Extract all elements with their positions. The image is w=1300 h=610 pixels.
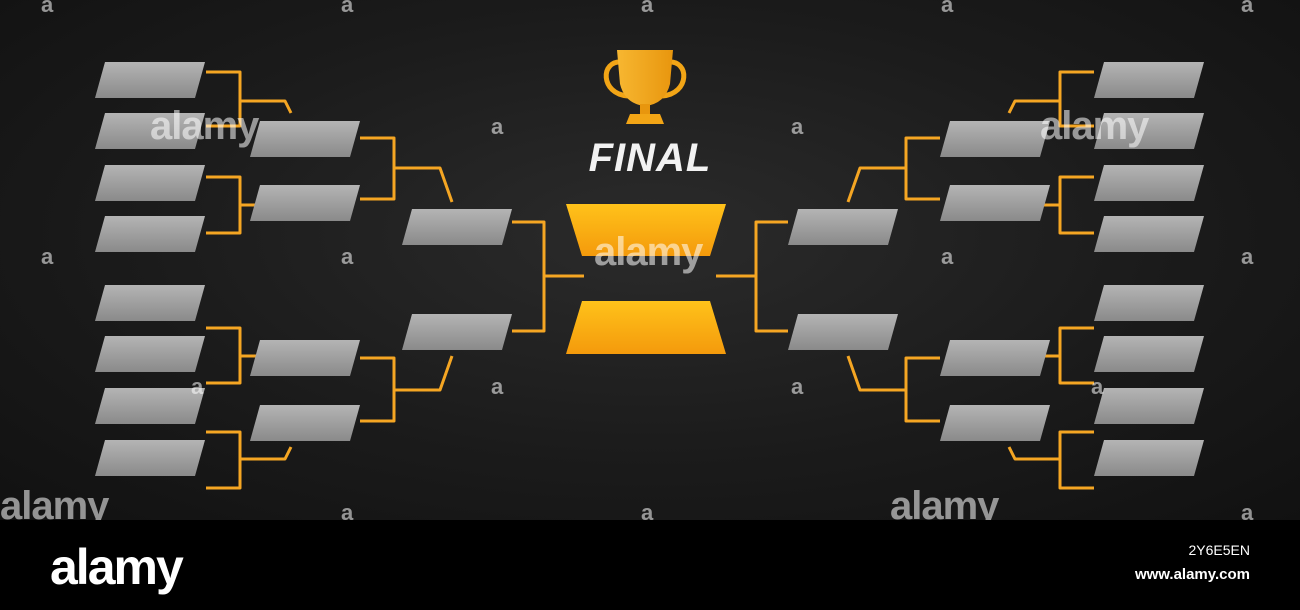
bracket-board: FINAL alamy alamy alamy alamy alamy a a … xyxy=(0,0,1300,528)
watermark-mark: a xyxy=(641,500,654,525)
round3-slot-right xyxy=(788,314,898,350)
round2-slot-left xyxy=(250,185,360,221)
round1-slot-right xyxy=(1094,62,1204,98)
connector-right xyxy=(1007,430,1094,490)
footer-image-id: 2Y6E5EN xyxy=(1188,542,1250,558)
watermark-mark: a xyxy=(341,0,354,17)
round1-slot-right xyxy=(1094,440,1204,476)
watermark-mark: a xyxy=(491,114,504,139)
watermark-mark: a xyxy=(341,500,354,525)
footer-url: www.alamy.com xyxy=(1134,566,1250,583)
watermark-mark: a xyxy=(1241,500,1254,525)
watermark-mark: a xyxy=(1241,0,1254,17)
watermark-text: alamy xyxy=(1040,104,1149,148)
stock-footer: alamy 2Y6E5EN www.alamy.com xyxy=(0,520,1300,610)
final-slot-top xyxy=(566,204,726,256)
watermark-mark: a xyxy=(791,374,804,399)
bracket-slots xyxy=(95,62,1204,476)
watermark-mark: a xyxy=(341,244,354,269)
round1-slot-right xyxy=(1094,113,1204,149)
round1-slot-left xyxy=(95,285,205,321)
connector-right xyxy=(846,355,940,423)
round1-slot-left xyxy=(95,216,205,252)
watermark-mark: a xyxy=(41,244,54,269)
round1-slot-left xyxy=(95,62,205,98)
connector-left xyxy=(206,430,293,490)
watermark-mark: a xyxy=(941,0,954,17)
connector-right xyxy=(846,136,940,203)
round2-slot-right xyxy=(940,121,1050,157)
round1-slot-left xyxy=(95,336,205,372)
round3-slot-left xyxy=(402,209,512,245)
connector-right xyxy=(1007,70,1094,128)
watermark-mark: a xyxy=(1241,244,1254,269)
round3-slot-right xyxy=(788,209,898,245)
round1-slot-right xyxy=(1094,336,1204,372)
watermark-mark: a xyxy=(491,374,504,399)
bracket-canvas xyxy=(95,50,1204,490)
round2-slot-right xyxy=(940,405,1050,441)
watermark-mark: a xyxy=(641,0,654,17)
round2-slot-right xyxy=(940,340,1050,376)
footer-logo: alamy xyxy=(50,539,184,595)
round3-slot-left xyxy=(402,314,512,350)
final-slot-bottom xyxy=(566,301,726,354)
round2-slot-right xyxy=(940,185,1050,221)
watermark-mark: a xyxy=(941,244,954,269)
final-slots xyxy=(566,204,726,354)
connector-left xyxy=(360,136,454,203)
round1-slot-left xyxy=(95,113,205,149)
connector-left xyxy=(206,70,293,128)
connector-right xyxy=(716,220,788,333)
connector-left xyxy=(512,220,584,333)
round1-slot-left xyxy=(95,165,205,201)
watermark-text: alamy xyxy=(594,230,703,274)
trophy-icon xyxy=(603,50,687,124)
round1-slot-right xyxy=(1094,165,1204,201)
final-title: FINAL xyxy=(588,136,712,180)
round1-slot-right xyxy=(1094,216,1204,252)
watermark-mark: a xyxy=(791,114,804,139)
round2-slot-left xyxy=(250,121,360,157)
round2-slot-left xyxy=(250,405,360,441)
round1-slot-right xyxy=(1094,285,1204,321)
connector-left xyxy=(360,355,454,423)
watermark-mark: a xyxy=(191,374,204,399)
round1-slot-left xyxy=(95,388,205,424)
watermark-mark: a xyxy=(1091,374,1104,399)
round1-slot-right xyxy=(1094,388,1204,424)
round2-slot-left xyxy=(250,340,360,376)
round1-slot-left xyxy=(95,440,205,476)
watermark-mark: a xyxy=(41,0,54,17)
watermark-text: alamy xyxy=(150,104,259,148)
